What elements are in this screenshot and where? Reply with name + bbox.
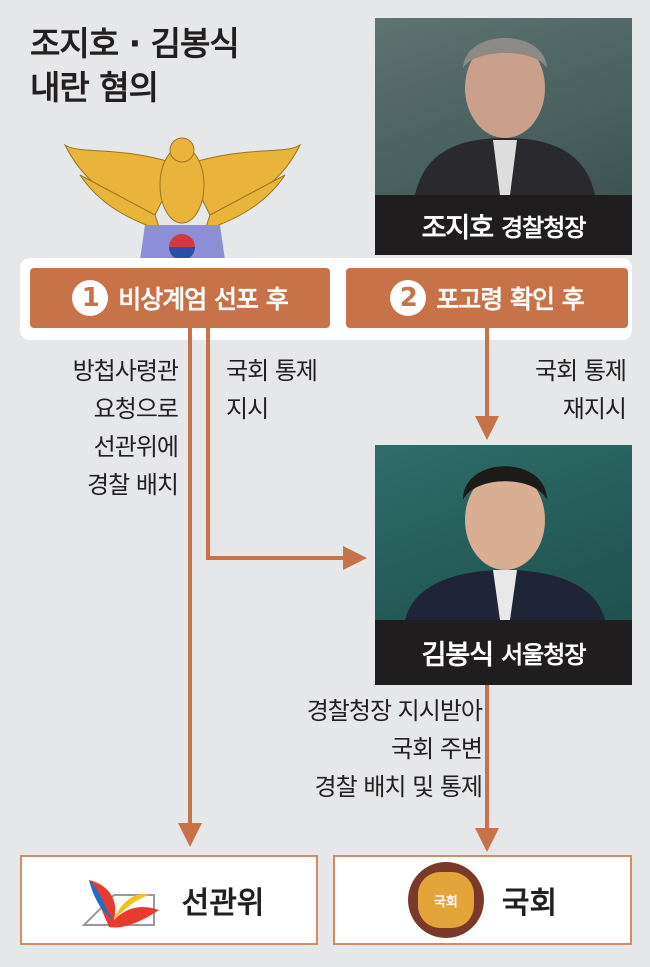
note-line: 방첩사령관 bbox=[72, 357, 179, 385]
note-line: 요청으로 bbox=[93, 395, 179, 423]
target-label: 국회 bbox=[501, 886, 558, 921]
arrow-to-kim bbox=[206, 328, 367, 570]
note-line: 국회 통제 bbox=[226, 357, 318, 385]
person-silhouette-icon bbox=[415, 38, 595, 195]
person-role: 서울청장 bbox=[501, 641, 586, 669]
person-name: 김봉식 bbox=[421, 640, 495, 671]
step-label: 포고령 확인 후 bbox=[436, 285, 584, 314]
step-2-box: 2 포고령 확인 후 bbox=[346, 268, 628, 328]
person-name: 조지호 bbox=[421, 212, 495, 244]
emblem-text: 국회 bbox=[433, 894, 458, 910]
note-right: 국회 통제 재지시 bbox=[470, 352, 627, 428]
national-assembly-emblem-icon: 국회 bbox=[407, 862, 484, 938]
step-1-box: 1 비상계엄 선포 후 bbox=[30, 268, 330, 328]
note-line: 선관위에 bbox=[93, 433, 179, 461]
target-national-assembly: 국회 국회 bbox=[333, 855, 632, 945]
note-line: 국회 통제 bbox=[535, 357, 627, 385]
page-title: 조지호 · 김봉식 내란 혐의 bbox=[30, 22, 240, 110]
step-number: 1 bbox=[72, 280, 109, 316]
note-middle: 국회 통제 지시 bbox=[226, 352, 318, 428]
note-line: 경찰 배치 및 통제 bbox=[314, 773, 483, 801]
nec-logo-icon bbox=[81, 880, 159, 928]
note-line: 재지시 bbox=[562, 395, 627, 423]
note-bottom: 경찰청장 지시받아 국회 주변 경찰 배치 및 통제 bbox=[200, 692, 483, 806]
title-line-1: 조지호 · 김봉식 bbox=[30, 24, 240, 63]
note-line: 경찰청장 지시받아 bbox=[306, 697, 483, 725]
target-nec: 선관위 bbox=[20, 855, 318, 945]
police-emblem-icon bbox=[63, 137, 302, 260]
step-number: 2 bbox=[390, 280, 427, 316]
note-left: 방첩사령관 요청으로 선관위에 경찰 배치 bbox=[10, 352, 179, 504]
target-label: 선관위 bbox=[181, 886, 265, 921]
photo-cho-jiho bbox=[375, 18, 632, 195]
title-line-2: 내란 혐의 bbox=[30, 68, 159, 107]
note-line: 지시 bbox=[226, 395, 269, 423]
step-label: 비상계엄 선포 후 bbox=[118, 285, 288, 314]
note-line: 경찰 배치 bbox=[87, 471, 179, 499]
person-silhouette-icon bbox=[405, 466, 605, 620]
photo-kim-bongsik bbox=[375, 445, 632, 620]
person-role: 경찰청장 bbox=[501, 213, 586, 242]
note-line: 국회 주변 bbox=[391, 735, 483, 763]
